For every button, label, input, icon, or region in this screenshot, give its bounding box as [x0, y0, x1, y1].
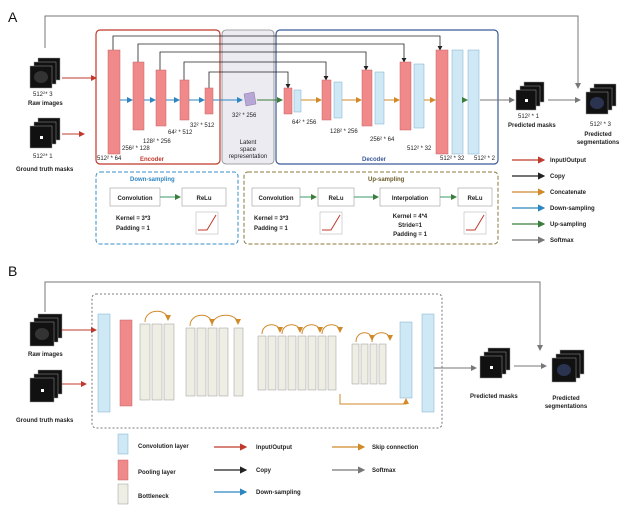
- predicted-masks-label-a: Predicted masks: [508, 123, 556, 129]
- legend-a-up: Up-sampling: [550, 222, 587, 228]
- down-conv-label: Convolution: [118, 196, 153, 202]
- latent-label-3: representation: [229, 154, 267, 160]
- up-relu2-curve: [466, 214, 485, 231]
- up-relu-curve: [322, 214, 341, 231]
- predicted-seg-label-b-2: segmentations: [545, 404, 588, 410]
- up-relu-label: ReLu: [329, 196, 344, 202]
- legend-a-io: Input/Output: [550, 158, 586, 164]
- legend-b-bottleneck: Bottleneck: [138, 494, 169, 500]
- latent-label-1: Latent: [240, 140, 257, 146]
- predicted-seg-label-a-2: segmentations: [577, 140, 620, 146]
- copy-arrows: [112, 35, 443, 89]
- latent-label-2: space: [240, 147, 257, 153]
- up-box-title: Up-sampling: [368, 177, 405, 183]
- dec-dim-2: 128² * 256: [330, 129, 358, 135]
- legend-b-pool-swatch: [117, 459, 129, 481]
- predicted-seg-label-b-1: Predicted: [552, 396, 580, 402]
- down-relu-label: ReLu: [197, 196, 212, 202]
- enc-dim-3: 128² * 256: [143, 139, 171, 145]
- down-relu-curve: [198, 214, 217, 231]
- up-sampling-box: [243, 171, 499, 245]
- ground-truth-stack: [29, 117, 61, 149]
- predicted-masks-stack-b: [479, 347, 511, 379]
- legend-b-skip: Skip connection: [372, 445, 419, 451]
- up-relu-plot: [319, 211, 343, 235]
- up-interp-label: Interpolation: [392, 196, 429, 202]
- legend-b-copy: Copy: [256, 468, 272, 474]
- legend-b-io: Input/Output: [256, 445, 292, 451]
- enc-dim-4: 64² * 512: [168, 130, 193, 136]
- down-padding: Padding = 1: [116, 226, 151, 232]
- raw-image-stack: [29, 57, 61, 89]
- legend-a-concat: Concatenate: [550, 190, 587, 196]
- down-kernel: Kernel = 3*3: [116, 216, 151, 222]
- decoder-frame: [275, 29, 499, 165]
- predicted-seg-label-a-1: Predicted: [584, 132, 612, 138]
- legend-b: Convolution layer Pooling layer Bottlene…: [117, 433, 419, 505]
- dec-dim-4: 512² * 32: [407, 146, 432, 152]
- up-relu2-label: ReLu: [468, 196, 483, 202]
- gt-label: Ground truth masks: [16, 167, 74, 173]
- raw-image-stack-b: [29, 313, 63, 347]
- down-relu-box: [181, 187, 227, 207]
- legend-b-down: Down-sampling: [256, 490, 301, 496]
- legend-b-conv: Convolution layer: [138, 444, 189, 450]
- down-box-title: Down-sampling: [130, 177, 175, 183]
- legend-a-copy: Copy: [550, 174, 566, 180]
- down-relu-plot: [195, 211, 219, 235]
- encoder-label: Encoder: [140, 157, 165, 163]
- up-kernel: Kernel = 3*3: [254, 216, 289, 222]
- skip-connections-b: [144, 310, 409, 405]
- up-padding2: Padding = 1: [393, 232, 428, 238]
- up-relu2-box: [457, 187, 493, 207]
- latent-block: [243, 91, 257, 107]
- enc-dim-1: 512² * 64: [97, 156, 122, 162]
- mask-dim-a: 512² * 1: [518, 114, 540, 120]
- encoder-blocks: [107, 49, 214, 155]
- dec-dim-5: 512² * 32: [440, 156, 465, 162]
- up-padding: Padding = 1: [254, 226, 289, 232]
- decoder-label: Decoder: [362, 157, 387, 163]
- up-relu2-plot: [463, 211, 487, 235]
- legend-b-pool: Pooling layer: [138, 470, 176, 476]
- dec-dim-3: 256² * 64: [370, 137, 395, 143]
- up-conv-label: Convolution: [259, 196, 294, 202]
- panel-b-letter: B: [8, 263, 17, 279]
- down-sampling-box: [95, 171, 239, 245]
- predicted-masks-label-b: Predicted masks: [470, 394, 518, 400]
- up-kernel2: Kernel = 4*4: [393, 214, 428, 220]
- dec-dim-6: 512² * 2: [474, 156, 496, 162]
- predicted-seg-stack-a: [585, 83, 617, 115]
- top-bypass-arrow-b: [44, 281, 543, 351]
- legend-b-softmax: Softmax: [372, 468, 396, 474]
- gt-label-b: Ground truth masks: [16, 418, 74, 424]
- dec-dim-1: 64² * 256: [292, 120, 317, 126]
- raw-images-label: Raw images: [28, 101, 63, 107]
- ground-truth-stack-b: [29, 369, 63, 403]
- legend-a: Input/Output Copy Concatenate Down-sampl…: [512, 156, 595, 244]
- decoder-blocks: [283, 49, 480, 155]
- legend-b-bottleneck-swatch: [117, 483, 129, 505]
- enc-dim-5: 32² * 512: [190, 123, 215, 129]
- gt-dim: 5122* 1: [33, 152, 53, 160]
- legend-a-down: Down-sampling: [550, 206, 595, 212]
- top-bypass-arrow: [44, 15, 581, 89]
- legend-a-softmax: Softmax: [550, 238, 574, 244]
- up-stride2: Stride=1: [398, 223, 423, 229]
- panel-b-layers: [97, 313, 435, 413]
- raw-images-label-b: Raw images: [28, 352, 63, 358]
- encoder-frame: [95, 29, 221, 165]
- predicted-masks-stack-a: [515, 81, 545, 111]
- predicted-seg-stack-b: [551, 349, 585, 383]
- enc-dim-2: 256² * 128: [122, 146, 150, 152]
- latent-dim: 32² * 256: [232, 113, 257, 119]
- raw-dim: 5122* 3: [33, 90, 53, 98]
- panel-a-letter: A: [8, 9, 18, 25]
- legend-b-conv-swatch: [117, 433, 129, 455]
- seg-dim-a: 512² * 3: [590, 122, 612, 128]
